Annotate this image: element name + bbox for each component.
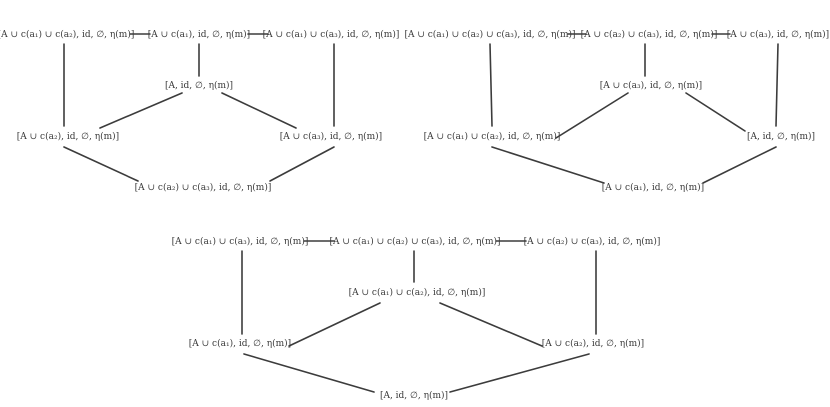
d1-node-2: [A ∪ c(a₁) ∪ c(a₃), id, ∅, η(m)] bbox=[263, 29, 400, 40]
diagram-1: [A ∪ c(a₁) ∪ c(a₂), id, ∅, η(m)] [A ∪ c(… bbox=[0, 29, 399, 193]
d3-edge-5-6 bbox=[449, 353, 590, 393]
d2-edge-0-4 bbox=[489, 43, 493, 127]
d2-edge-4-6 bbox=[491, 146, 605, 184]
d1-edge-3-5 bbox=[221, 92, 297, 129]
d1-edge-3-4 bbox=[99, 92, 183, 129]
d3-node-6: [A, id, ∅, η(m)] bbox=[380, 390, 448, 401]
diagram-3: [A ∪ c(a₁) ∪ c(a₃), id, ∅, η(m)] [A ∪ c(… bbox=[172, 236, 661, 401]
d2-node-3: [A ∪ c(a₃), id, ∅, η(m)] bbox=[600, 80, 702, 91]
d3-node-0: [A ∪ c(a₁) ∪ c(a₃), id, ∅, η(m)] bbox=[172, 236, 309, 247]
d2-edge-3-4 bbox=[555, 92, 629, 139]
d3-node-4: [A ∪ c(a₁), id, ∅, η(m)] bbox=[189, 338, 291, 349]
d2-edge-3-5 bbox=[685, 92, 746, 132]
d1-node-1: [A ∪ c(a₁), id, ∅, η(m)] bbox=[148, 29, 250, 40]
d3-edge-4-6 bbox=[243, 353, 375, 393]
d2-node-6: [A ∪ c(a₁), id, ∅, η(m)] bbox=[602, 182, 704, 193]
d1-edge-5-6 bbox=[269, 146, 335, 182]
d3-edge-3-4 bbox=[288, 302, 381, 347]
d2-node-4: [A ∪ c(a₁) ∪ c(a₂), id, ∅, η(m)] bbox=[424, 131, 561, 142]
d1-node-0: [A ∪ c(a₁) ∪ c(a₂), id, ∅, η(m)] bbox=[0, 29, 134, 40]
d2-node-2: [A ∪ c(a₃), id, ∅, η(m)] bbox=[727, 29, 829, 40]
d1-node-5: [A ∪ c(a₃), id, ∅, η(m)] bbox=[280, 131, 382, 142]
d2-node-5: [A, id, ∅, η(m)] bbox=[747, 131, 815, 142]
d2-edge-5-6 bbox=[702, 146, 777, 184]
d3-edge-3-5 bbox=[439, 302, 543, 347]
d3-node-1: [A ∪ c(a₁) ∪ c(a₂) ∪ c(a₃), id, ∅, η(m)] bbox=[329, 236, 500, 247]
d3-node-2: [A ∪ c(a₂) ∪ c(a₃), id, ∅, η(m)] bbox=[524, 236, 661, 247]
d1-edge-4-6 bbox=[63, 146, 139, 182]
d3-node-3: [A ∪ c(a₁) ∪ c(a₂), id, ∅, η(m)] bbox=[349, 287, 486, 298]
diagram-2: [A ∪ c(a₁) ∪ c(a₂) ∪ c(a₃), id, ∅, η(m)]… bbox=[404, 29, 829, 193]
d1-node-4: [A ∪ c(a₂), id, ∅, η(m)] bbox=[17, 131, 119, 142]
d2-node-1: [A ∪ c(a₂) ∪ c(a₃), id, ∅, η(m)] bbox=[581, 29, 718, 40]
d1-node-6: [A ∪ c(a₂) ∪ c(a₃), id, ∅, η(m)] bbox=[135, 182, 272, 193]
d3-node-5: [A ∪ c(a₂), id, ∅, η(m)] bbox=[542, 338, 644, 349]
d2-node-0: [A ∪ c(a₁) ∪ c(a₂) ∪ c(a₃), id, ∅, η(m)] bbox=[404, 29, 575, 40]
d2-edge-2-5 bbox=[775, 43, 779, 127]
d1-node-3: [A, id, ∅, η(m)] bbox=[165, 80, 233, 91]
